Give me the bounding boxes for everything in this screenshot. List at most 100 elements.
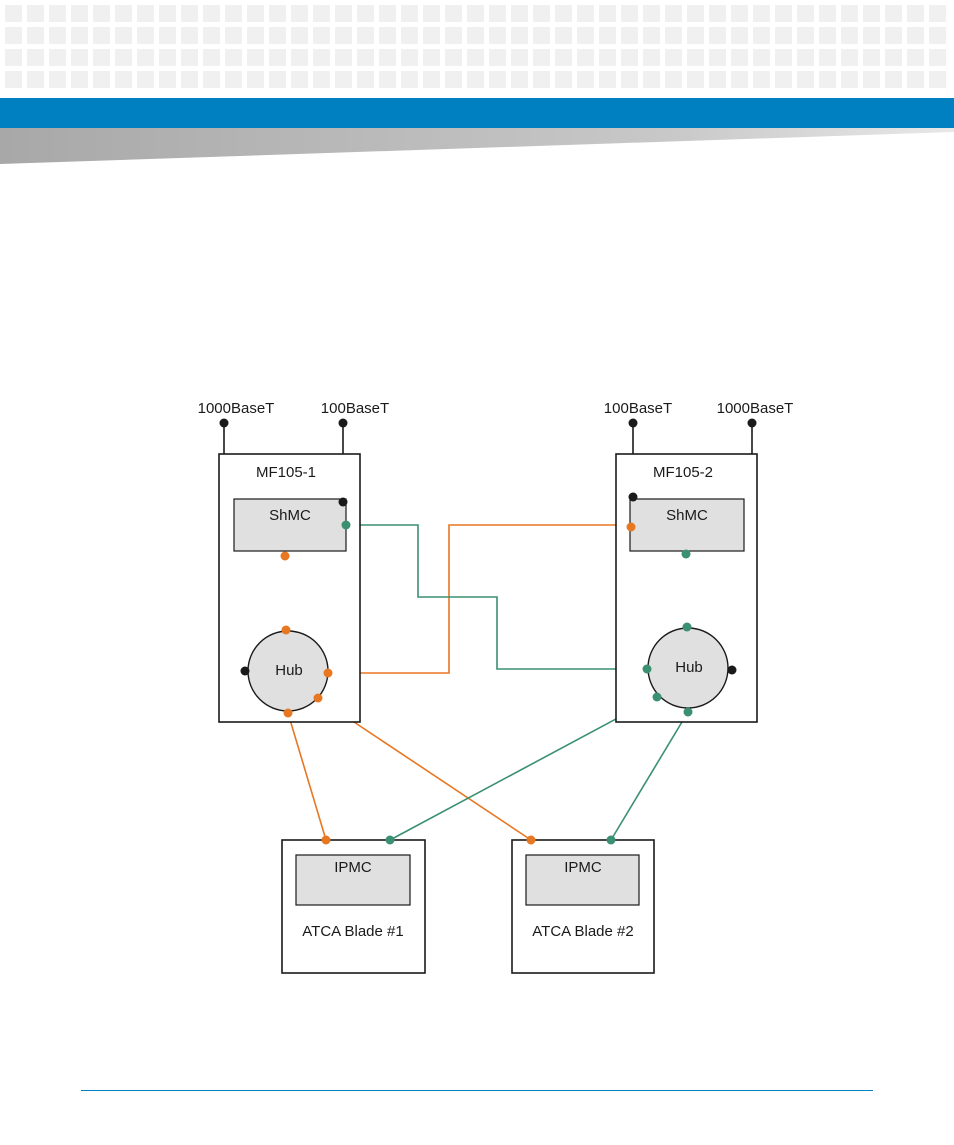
- header-grid-square: [907, 5, 924, 22]
- link-hub1-shmc2: [328, 524, 632, 674]
- header-grid-square: [49, 27, 66, 44]
- header-wedge: [0, 128, 954, 164]
- header-grid-square: [269, 71, 286, 88]
- port-dot-left-100baset: [338, 418, 348, 428]
- header-grid-square: [775, 71, 792, 88]
- header-grid-square: [841, 5, 858, 22]
- header-grid-square: [93, 5, 110, 22]
- header-grid-square: [907, 71, 924, 88]
- dot-shmc1-green: [341, 520, 351, 530]
- header-grid-square: [819, 71, 836, 88]
- header-pattern: [5, 5, 946, 88]
- header-grid-square: [841, 27, 858, 44]
- port-dot-left-1000baset: [219, 418, 229, 428]
- header-grid-square: [511, 27, 528, 44]
- header-grid-square: [71, 49, 88, 66]
- dot-shmc1-orange: [280, 551, 290, 561]
- header-grid-square: [467, 49, 484, 66]
- header-grid-square: [709, 5, 726, 22]
- header-grid-square: [159, 27, 176, 44]
- header-grid-square: [753, 71, 770, 88]
- header-grid-square: [115, 71, 132, 88]
- dot-blade1-green: [385, 835, 395, 845]
- header-grid-square: [269, 5, 286, 22]
- header-grid-square: [467, 71, 484, 88]
- header-grid-square: [423, 5, 440, 22]
- dot-hub2-lowleft-green: [652, 692, 662, 702]
- header-grid-square: [555, 49, 572, 66]
- port-dot-right-1000baset: [747, 418, 757, 428]
- dot-shmc2-orange: [626, 522, 636, 532]
- header-grid-square: [93, 27, 110, 44]
- header-grid-square: [775, 27, 792, 44]
- header-grid-square: [709, 27, 726, 44]
- header-grid-square: [159, 5, 176, 22]
- header-grid-square: [313, 71, 330, 88]
- header-grid-square: [225, 27, 242, 44]
- header-grid-square: [929, 27, 946, 44]
- header-grid-square: [577, 27, 594, 44]
- header-grid-square: [445, 49, 462, 66]
- header-grid-square: [929, 5, 946, 22]
- header-grid-square: [445, 5, 462, 22]
- shmc-2-label: ShMC: [666, 507, 708, 524]
- dot-blade2-orange: [526, 835, 536, 845]
- header-grid-square: [379, 49, 396, 66]
- header-grid-square: [71, 71, 88, 88]
- header-grid-square: [841, 71, 858, 88]
- header-grid-square: [291, 71, 308, 88]
- header-grid-square: [599, 49, 616, 66]
- header-grid-square: [291, 27, 308, 44]
- header-grid-square: [665, 71, 682, 88]
- header-grid-square: [841, 49, 858, 66]
- ipmc-2-box: [525, 854, 640, 906]
- header-grid-square: [907, 49, 924, 66]
- header-grid-square: [753, 49, 770, 66]
- left-1000baset-label: 1000BaseT: [198, 400, 275, 417]
- mf105-1-label: MF105-1: [256, 464, 316, 481]
- header-grid-square: [885, 27, 902, 44]
- link-hub2-blade2: [610, 711, 689, 841]
- header-grid-square: [313, 49, 330, 66]
- header-grid-square: [357, 71, 374, 88]
- header-grid-square: [137, 71, 154, 88]
- header-grid-square: [49, 71, 66, 88]
- header-grid-square: [203, 5, 220, 22]
- dot-hub2-top-green: [682, 622, 692, 632]
- header-grid-square: [225, 49, 242, 66]
- header-grid-square: [775, 49, 792, 66]
- dot-hub2-left-green: [642, 664, 652, 674]
- header-grid-square: [797, 5, 814, 22]
- header-grid-square: [665, 27, 682, 44]
- header-grid-square: [203, 27, 220, 44]
- header-grid-square: [533, 71, 550, 88]
- header-grid-square: [643, 27, 660, 44]
- header-grid-square: [555, 71, 572, 88]
- header-grid-square: [269, 49, 286, 66]
- header-grid-square: [643, 5, 660, 22]
- header-grid-square: [247, 71, 264, 88]
- header-grid-square: [665, 49, 682, 66]
- dot-shmc2-green: [681, 549, 691, 559]
- port-dot-right-100baset: [628, 418, 638, 428]
- header-grid-square: [929, 49, 946, 66]
- header-grid-square: [599, 27, 616, 44]
- header-grid-square: [357, 27, 374, 44]
- header-grid-square: [181, 49, 198, 66]
- header-grid-square: [49, 5, 66, 22]
- header-grid-square: [357, 49, 374, 66]
- header-grid-square: [181, 5, 198, 22]
- header-grid-square: [555, 27, 572, 44]
- header-grid-square: [159, 49, 176, 66]
- dot-shmc2-100baset: [628, 492, 638, 502]
- header-grid-square: [621, 27, 638, 44]
- header-grid-square: [555, 5, 572, 22]
- header-grid-square: [5, 5, 22, 22]
- header-grid-square: [401, 5, 418, 22]
- footer-rule: [81, 1090, 873, 1091]
- left-100baset-label: 100BaseT: [321, 400, 389, 417]
- header-grid-square: [379, 71, 396, 88]
- header-grid-square: [313, 27, 330, 44]
- header-grid-square: [621, 71, 638, 88]
- dot-hub1-bottom-orange: [283, 708, 293, 718]
